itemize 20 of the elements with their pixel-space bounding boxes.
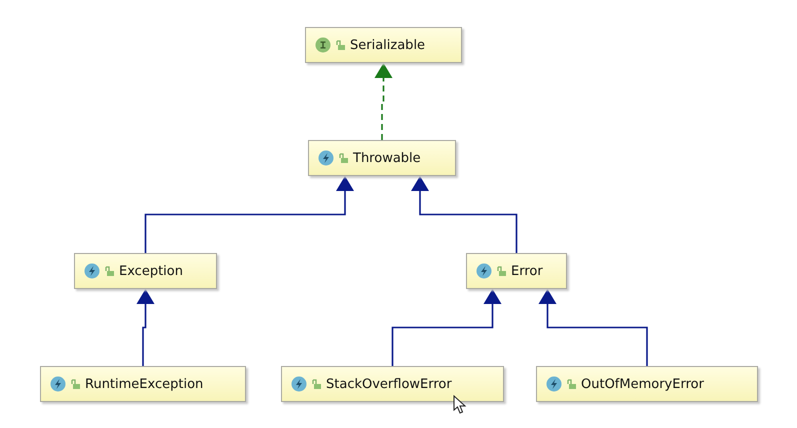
class-box <box>536 366 758 402</box>
inheritance-arrow <box>411 176 518 253</box>
inheritance-arrow <box>392 289 502 366</box>
class-name: OutOfMemoryError <box>581 376 704 392</box>
class-name: Error <box>511 264 543 278</box>
class-name: Throwable <box>353 150 421 166</box>
realization-arrow <box>374 63 392 140</box>
class-name: Serializable <box>350 38 426 52</box>
class-name: StackOverflowError <box>326 376 452 392</box>
interface-box <box>305 27 462 63</box>
class-box <box>466 253 567 289</box>
inheritance-arrow <box>144 176 354 253</box>
inheritance-arrow <box>538 289 648 366</box>
class-box <box>74 253 217 289</box>
class-box <box>281 366 504 402</box>
inheritance-arrow <box>136 289 154 366</box>
class-box <box>308 140 456 176</box>
class-name: Exception <box>119 264 183 278</box>
class-name: RuntimeException <box>85 376 204 392</box>
class-box <box>40 366 246 402</box>
